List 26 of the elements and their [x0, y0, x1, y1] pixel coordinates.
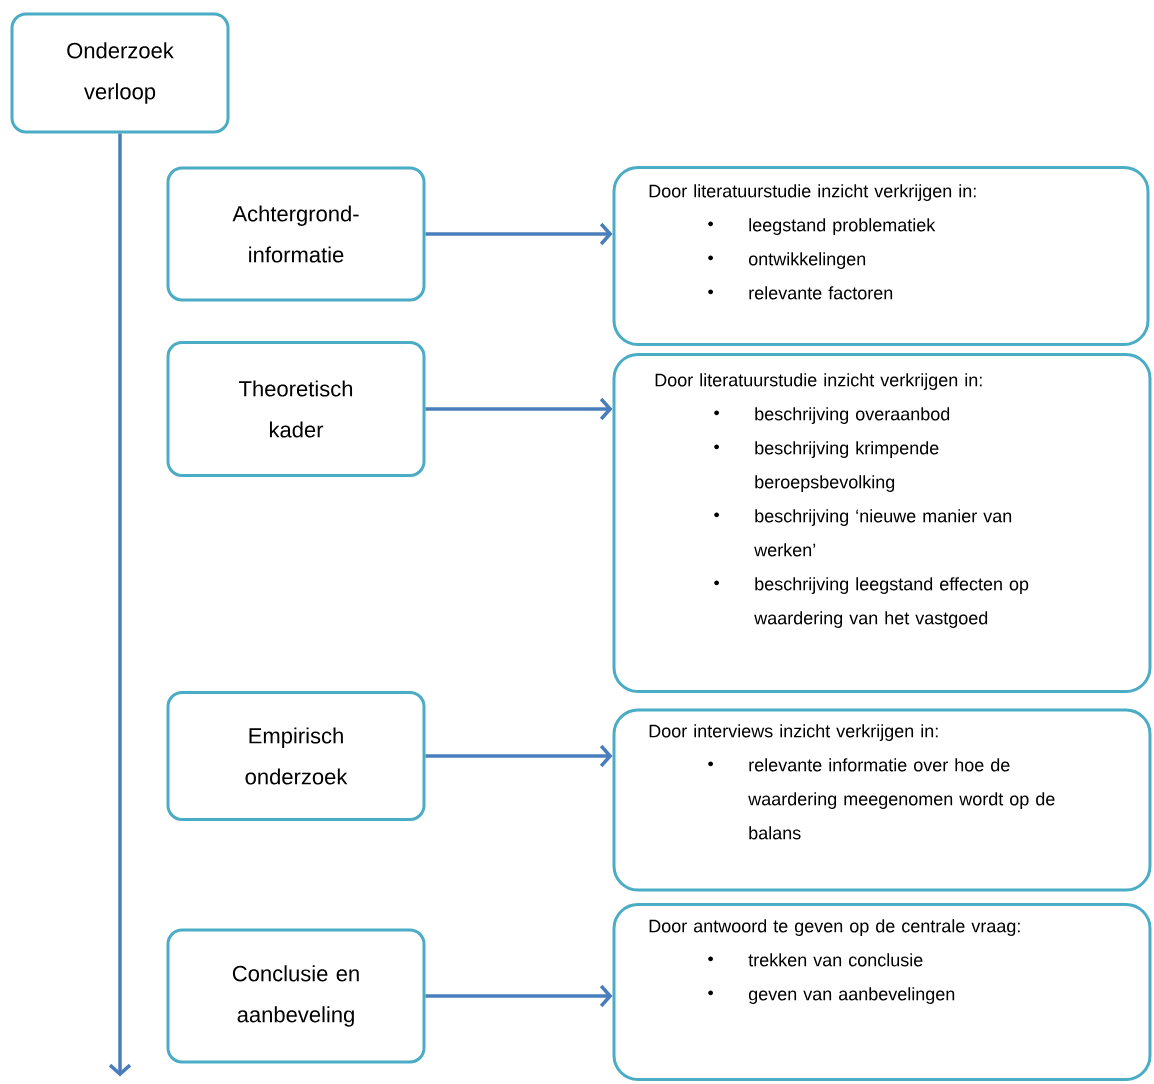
step-box: Onderzoek verloop — [10, 12, 230, 134]
box-heading: Door literatuurstudie inzicht verkrijgen in: — [649, 184, 976, 201]
bullet-item: trekken van conclusie — [708, 953, 923, 967]
box-heading: Door literatuurstudie inzicht verkrijgen in: — [655, 373, 982, 390]
detail-box — [612, 353, 1152, 693]
arrow — [425, 397, 613, 421]
bullet-item: geven van aanbevelingen — [708, 987, 955, 1004]
arrow — [108, 133, 132, 1077]
step-box: Empirisch onderzoek — [166, 691, 426, 821]
detail-box — [612, 166, 1150, 346]
step-box: Conclusie en aanbeveling — [166, 928, 426, 1064]
bullet-item: beschrijving leegstand effecten op waardering van het vastgoed — [714, 577, 1029, 628]
bullet-item: relevante informatie over hoe de waardering meegenomen wordt op de balans — [708, 758, 1055, 840]
bullet-item: relevante factoren — [708, 286, 893, 300]
detail-box — [612, 903, 1152, 1081]
step-box: Achtergrond- informatie — [166, 166, 426, 302]
arrow — [425, 744, 613, 768]
step-box: Theoretisch kader — [166, 341, 426, 477]
arrow — [425, 984, 613, 1008]
arrow — [425, 222, 613, 246]
bullet-item: beschrijving overaanbod — [714, 407, 950, 424]
bullet-item: ontwikkelingen — [708, 252, 866, 269]
bullet-item: leegstand problematiek — [708, 218, 936, 235]
detail-box — [612, 708, 1152, 892]
box-heading: Door antwoord te geven op de centrale vraag: — [649, 919, 1020, 936]
box-heading: Door interviews inzicht verkrijgen in: — [649, 724, 938, 741]
